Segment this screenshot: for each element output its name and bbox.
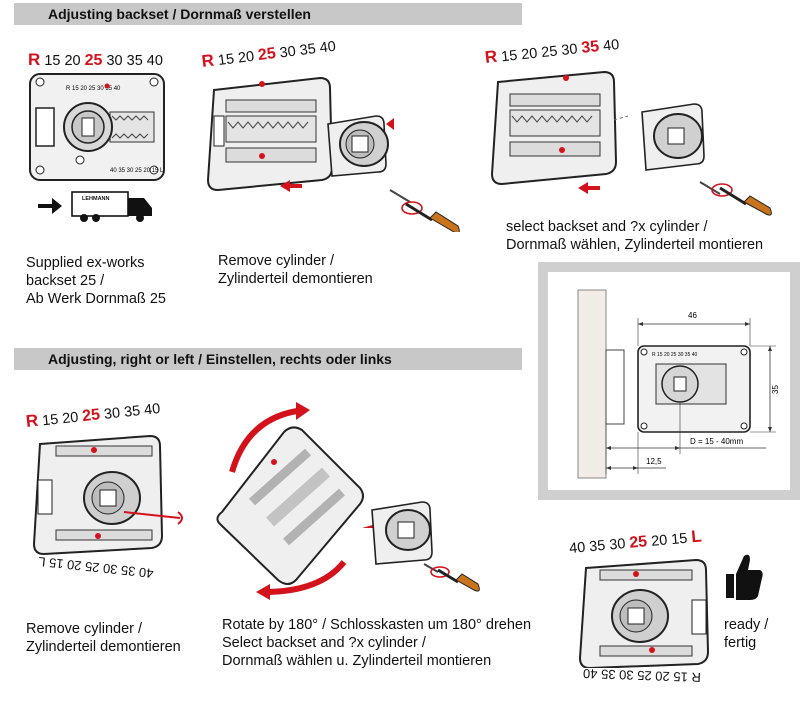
backset-scale-1: R 15 20 25 30 35 40	[28, 50, 163, 69]
dimension-drawing-panel: R 15 20 25 30 35 40 46 35 D = 15 - 40mm …	[538, 262, 800, 500]
section-title: Adjusting, right or left / Einstellen, r…	[48, 351, 392, 367]
plate-scale-bottom: 40 35 30 25 20 15 L	[110, 168, 164, 174]
plate-scale-top: R 15 20 25 30 35 40	[66, 86, 121, 92]
svg-text:R 15 20 25 30 35 40: R 15 20 25 30 35 40	[66, 86, 121, 92]
caption-select-backset-1: select backset and ?x cylinder / Dornmaß…	[506, 219, 764, 253]
backset-scale-3: R 15 20 25 30 35 40	[483, 36, 621, 68]
delivery-truck-icon: LEHMANN	[38, 191, 152, 222]
section-header-orientation: Adjusting, right or left / Einstellen, r…	[14, 348, 522, 370]
dimension-drawing: R 15 20 25 30 35 40 46 35 D = 15 - 40mm …	[548, 272, 790, 490]
lock-illustration-rotate	[216, 402, 480, 600]
section-title: Adjusting backset / Dornmaß verstellen	[48, 6, 311, 22]
caption-supplied: Supplied ex-works backset 25 / Ab Werk D…	[26, 255, 166, 307]
height-dimension-label: 35	[771, 385, 780, 394]
width-dimension-label: 46	[688, 311, 697, 320]
caption-ready: ready / fertig	[724, 617, 769, 651]
backset-scale-5: 40 35 30 25 20 15 L	[568, 526, 703, 558]
lock-illustration-remove-cylinder-2	[32, 434, 183, 556]
backset-dimension-label: D = 15 - 40mm	[690, 437, 743, 446]
caption-rotate: Rotate by 180° / Schlosskasten um 180° d…	[222, 617, 532, 669]
lock-illustration-remove-cylinder	[206, 76, 460, 232]
svg-text:R 15 20 25 30 35 40: R 15 20 25 30 35 40	[652, 352, 698, 358]
backset-scale-5-flipped: R 15 20 25 30 35 40	[582, 665, 702, 686]
offset-dimension-label: 12,5	[646, 457, 662, 466]
lock-illustration-ready	[578, 558, 710, 668]
thumbs-up-icon	[726, 554, 763, 600]
backset-scale-4: R 15 20 25 30 35 40	[24, 400, 162, 432]
svg-text:40 35 30 25 20 15 L: 40 35 30 25 20 15 L	[110, 168, 164, 174]
lock-illustration-supplied: R 15 20 25 30 35 40 40 35 30 25 20 15 L	[29, 73, 165, 181]
backset-scale-2: R 15 20 25 30 35 40	[200, 38, 337, 72]
caption-remove-cylinder-1: Remove cylinder / Zylinderteil demontier…	[218, 253, 373, 287]
truck-label: LEHMANN	[82, 196, 110, 202]
caption-remove-cylinder-2: Remove cylinder / Zylinderteil demontier…	[26, 621, 181, 655]
lock-illustration-select-backset	[490, 70, 772, 216]
section-header-backset: Adjusting backset / Dornmaß verstellen	[14, 3, 522, 25]
